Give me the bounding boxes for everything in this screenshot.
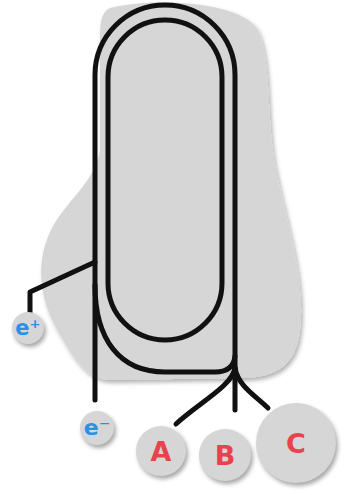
facility-area — [41, 3, 301, 380]
beam-port: e⁻ — [80, 411, 114, 445]
port-label: e⁺ — [15, 318, 40, 339]
return-arc — [95, 285, 235, 372]
beam-port: e⁺ — [12, 312, 44, 344]
outer-ring — [95, 5, 235, 400]
port-label: e⁻ — [84, 417, 111, 439]
beamline-a — [176, 368, 235, 424]
inner-ring — [108, 20, 222, 340]
beam-port: B — [199, 429, 251, 481]
beam-lines — [30, 5, 268, 424]
beamline-c — [235, 368, 268, 408]
port-label: A — [151, 438, 172, 465]
port-label: C — [286, 430, 306, 457]
beam-port: C — [256, 403, 336, 483]
port-label: B — [215, 442, 236, 469]
beam-port: A — [136, 426, 186, 476]
positron-injection — [30, 262, 95, 312]
